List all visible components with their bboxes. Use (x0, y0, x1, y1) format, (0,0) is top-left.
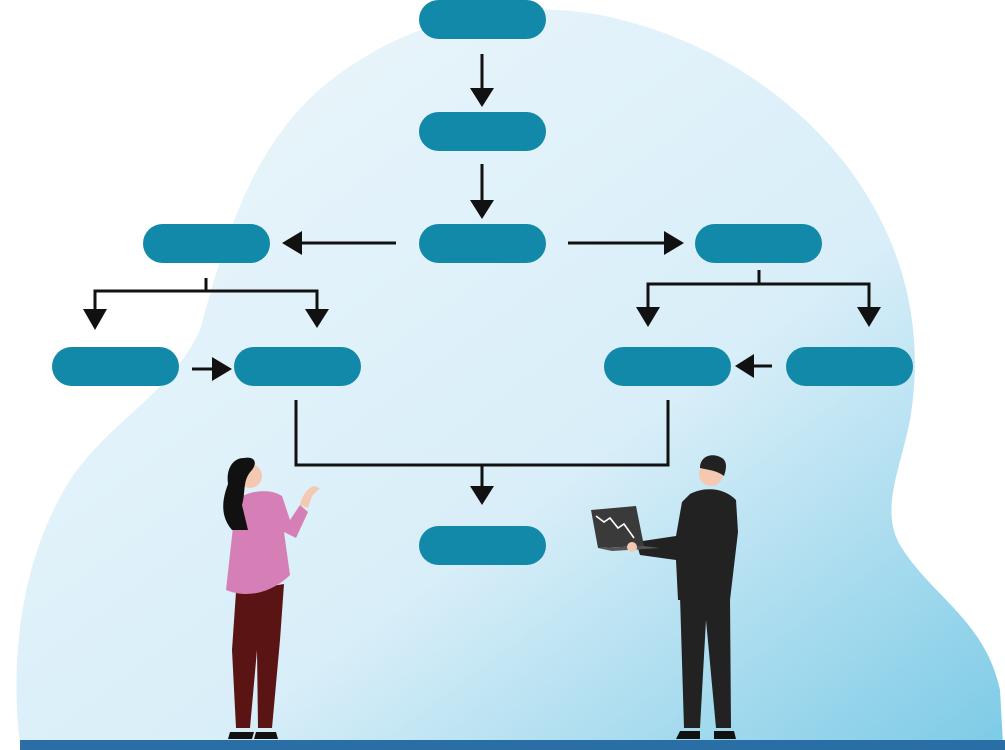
man-figure (591, 455, 738, 739)
ground-bar (20, 740, 1005, 750)
man-pants (680, 596, 731, 728)
arrowhead-down-icon (470, 200, 494, 219)
arrowhead-right-icon (212, 357, 232, 381)
woman-jacket (226, 491, 308, 595)
man-shoes (676, 731, 736, 739)
woman-hair (223, 457, 255, 530)
connector-right-split (646, 282, 871, 310)
woman-hand (300, 486, 320, 508)
flowchart-nodes (52, 0, 913, 565)
flowchart-connectors (93, 54, 871, 490)
node-left-outer (52, 347, 179, 386)
arrowhead-down-icon (636, 307, 660, 327)
node-second (419, 112, 546, 151)
arrowhead-down-icon (305, 309, 329, 328)
man-hair (700, 455, 726, 476)
node-left-inner (234, 347, 361, 386)
node-left (143, 224, 270, 263)
arrowhead-left-icon (735, 354, 754, 378)
arrowhead-down-icon (83, 309, 107, 330)
arrowhead-right-icon (664, 231, 684, 255)
node-right-outer (786, 347, 913, 386)
node-right-inner (604, 347, 731, 386)
woman-pants (232, 584, 284, 728)
connector-left-split (93, 289, 319, 312)
woman-shoes (228, 732, 278, 739)
declining-line-chart-icon (595, 515, 635, 539)
node-center (419, 224, 546, 263)
arrowhead-down-icon (857, 307, 881, 327)
node-right (695, 224, 822, 263)
man-hand (627, 542, 637, 552)
woman-figure (223, 457, 320, 739)
node-top (419, 0, 546, 39)
arrowhead-left-icon (282, 231, 302, 255)
flowchart-arrowheads (83, 88, 881, 505)
arrowhead-down-icon (470, 486, 494, 505)
man-jacket (636, 489, 738, 600)
arrowhead-down-icon (470, 88, 494, 107)
node-bottom (419, 526, 546, 565)
